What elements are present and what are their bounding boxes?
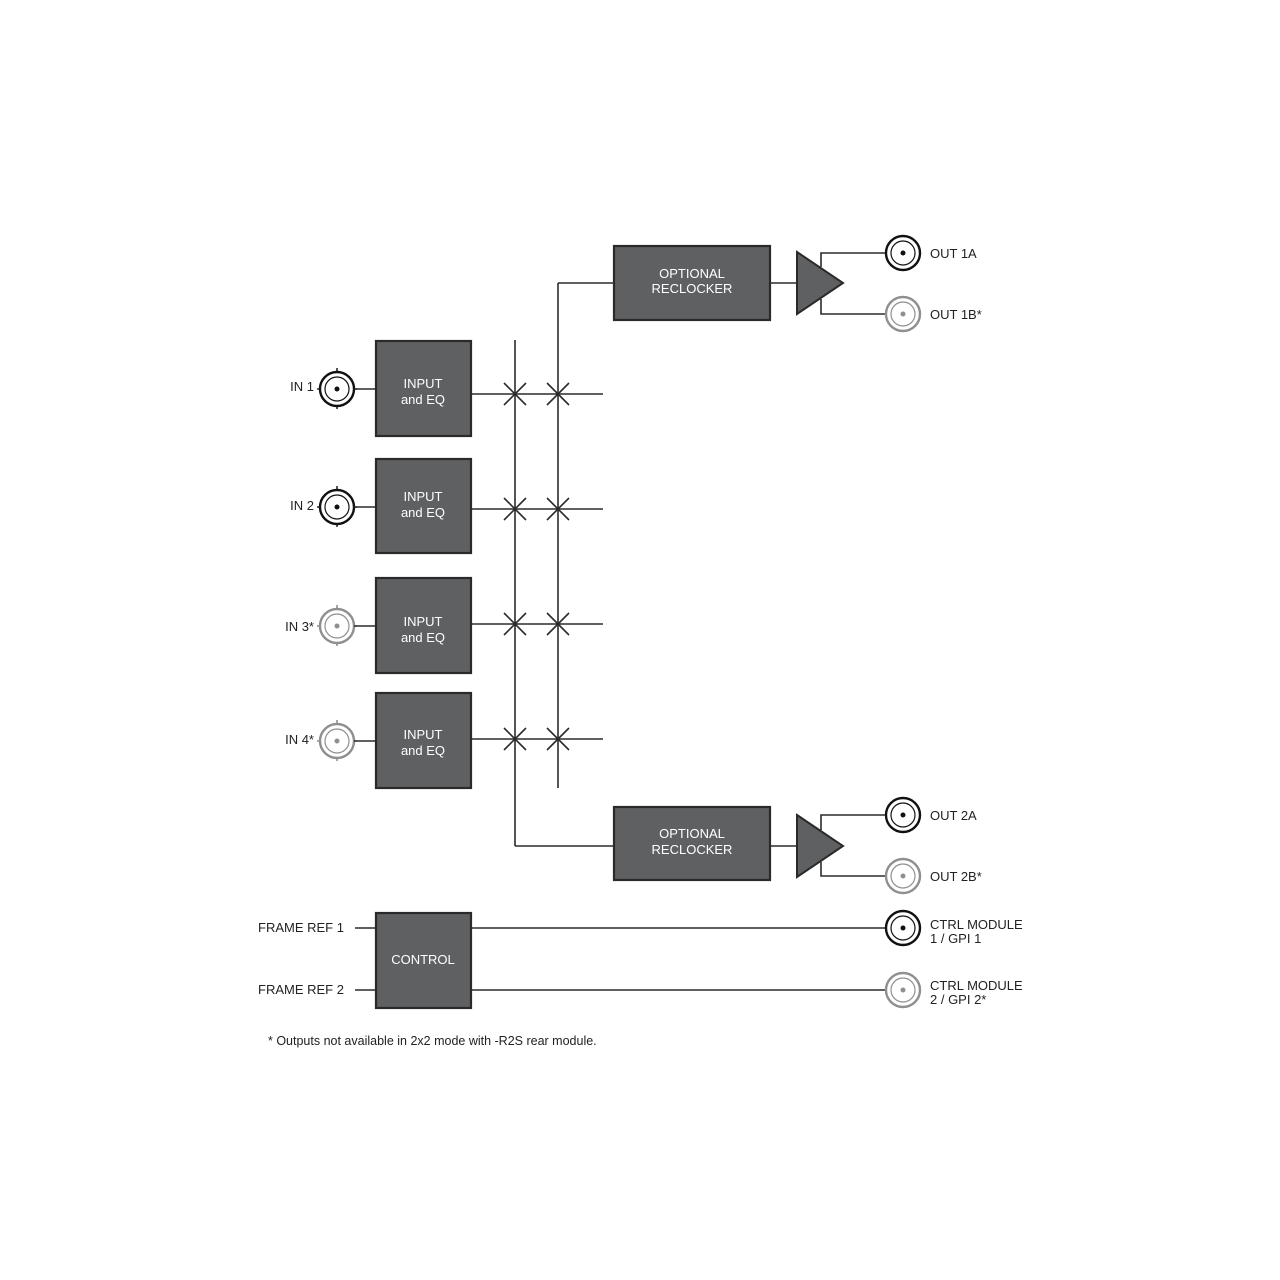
input-eq-block-4 (374, 691, 473, 790)
input-eq-2-line2: and EQ (401, 505, 445, 520)
amplifier-triangle-icon (796, 813, 845, 879)
reclocker-2-line2: RECLOCKER (652, 842, 733, 857)
bnc-connector-icon (884, 234, 922, 272)
bnc-connector-icon (884, 295, 922, 333)
ctrl-module-1-line1: CTRL MODULE (930, 917, 1023, 932)
input-1: IN 1 INPUT and EQ (290, 339, 473, 438)
bnc-connector-icon (317, 605, 357, 646)
control-block (374, 911, 473, 1010)
control-block-label: CONTROL (391, 952, 455, 967)
input-eq-4-line2: and EQ (401, 743, 445, 758)
input-eq-1-line1: INPUT (404, 376, 443, 391)
reclocker-2-line1: OPTIONAL (659, 826, 725, 841)
crosspoint-2-1 (503, 497, 527, 521)
output-path-1: OPTIONAL RECLOCKER OUT 1A OUT 1B* (612, 234, 982, 333)
crosspoint-1-2 (546, 382, 570, 406)
crosspoint-matrix (470, 282, 614, 847)
crosspoint-3-1 (503, 612, 527, 636)
reclocker-block-1 (612, 244, 772, 322)
out-2a-label: OUT 2A (930, 808, 977, 823)
input-eq-1-line2: and EQ (401, 392, 445, 407)
input-2: IN 2 INPUT and EQ (290, 457, 473, 555)
out-1b-label: OUT 1B* (930, 307, 982, 322)
input-eq-3-line1: INPUT (404, 614, 443, 629)
bnc-connector-icon (884, 909, 922, 947)
input-1-label: IN 1 (290, 379, 314, 394)
input-4-label: IN 4* (285, 732, 314, 747)
control-section: FRAME REF 1 FRAME REF 2 CONTROL CTRL MOD… (258, 909, 1023, 1010)
input-eq-3-line2: and EQ (401, 630, 445, 645)
reclocker-1-line1: OPTIONAL (659, 266, 725, 281)
input-2-label: IN 2 (290, 498, 314, 513)
input-eq-4-line1: INPUT (404, 727, 443, 742)
crosspoint-marks (503, 382, 570, 751)
ctrl-module-1-line2: 1 / GPI 1 (930, 931, 981, 946)
reclocker-1-line2: RECLOCKER (652, 281, 733, 296)
ctrl-module-2-line2: 2 / GPI 2* (930, 992, 986, 1007)
bnc-connector-icon (884, 857, 922, 895)
reclocker-block-2 (612, 805, 772, 882)
bnc-connector-icon (317, 720, 357, 761)
input-4: IN 4* INPUT and EQ (285, 691, 473, 790)
crosspoint-2-2 (546, 497, 570, 521)
bnc-connector-icon (317, 486, 357, 527)
crosspoint-4-2 (546, 727, 570, 751)
input-section: IN 1 INPUT and EQ IN 2 (285, 339, 473, 790)
crosspoint-3-2 (546, 612, 570, 636)
out-1a-label: OUT 1A (930, 246, 977, 261)
input-3: IN 3* INPUT and EQ (285, 576, 473, 675)
ctrl-module-2-line1: CTRL MODULE (930, 978, 1023, 993)
output-path-2: OPTIONAL RECLOCKER OUT 2A OUT 2B* (612, 796, 982, 895)
bnc-connector-icon (884, 971, 922, 1009)
out-2b-label: OUT 2B* (930, 869, 982, 884)
crosspoint-4-1 (503, 727, 527, 751)
footnote: * Outputs not available in 2x2 mode with… (268, 1034, 597, 1048)
bnc-connector-icon (317, 368, 357, 409)
crosspoint-1-1 (503, 382, 527, 406)
bnc-connector-icon (884, 796, 922, 834)
input-eq-2-line1: INPUT (404, 489, 443, 504)
frame-ref-1-label: FRAME REF 1 (258, 920, 344, 935)
input-3-label: IN 3* (285, 619, 314, 634)
input-eq-block-1 (374, 339, 473, 438)
amplifier-triangle-icon (796, 250, 845, 316)
input-eq-block-3 (374, 576, 473, 675)
frame-ref-2-label: FRAME REF 2 (258, 982, 344, 997)
input-eq-block-2 (374, 457, 473, 555)
